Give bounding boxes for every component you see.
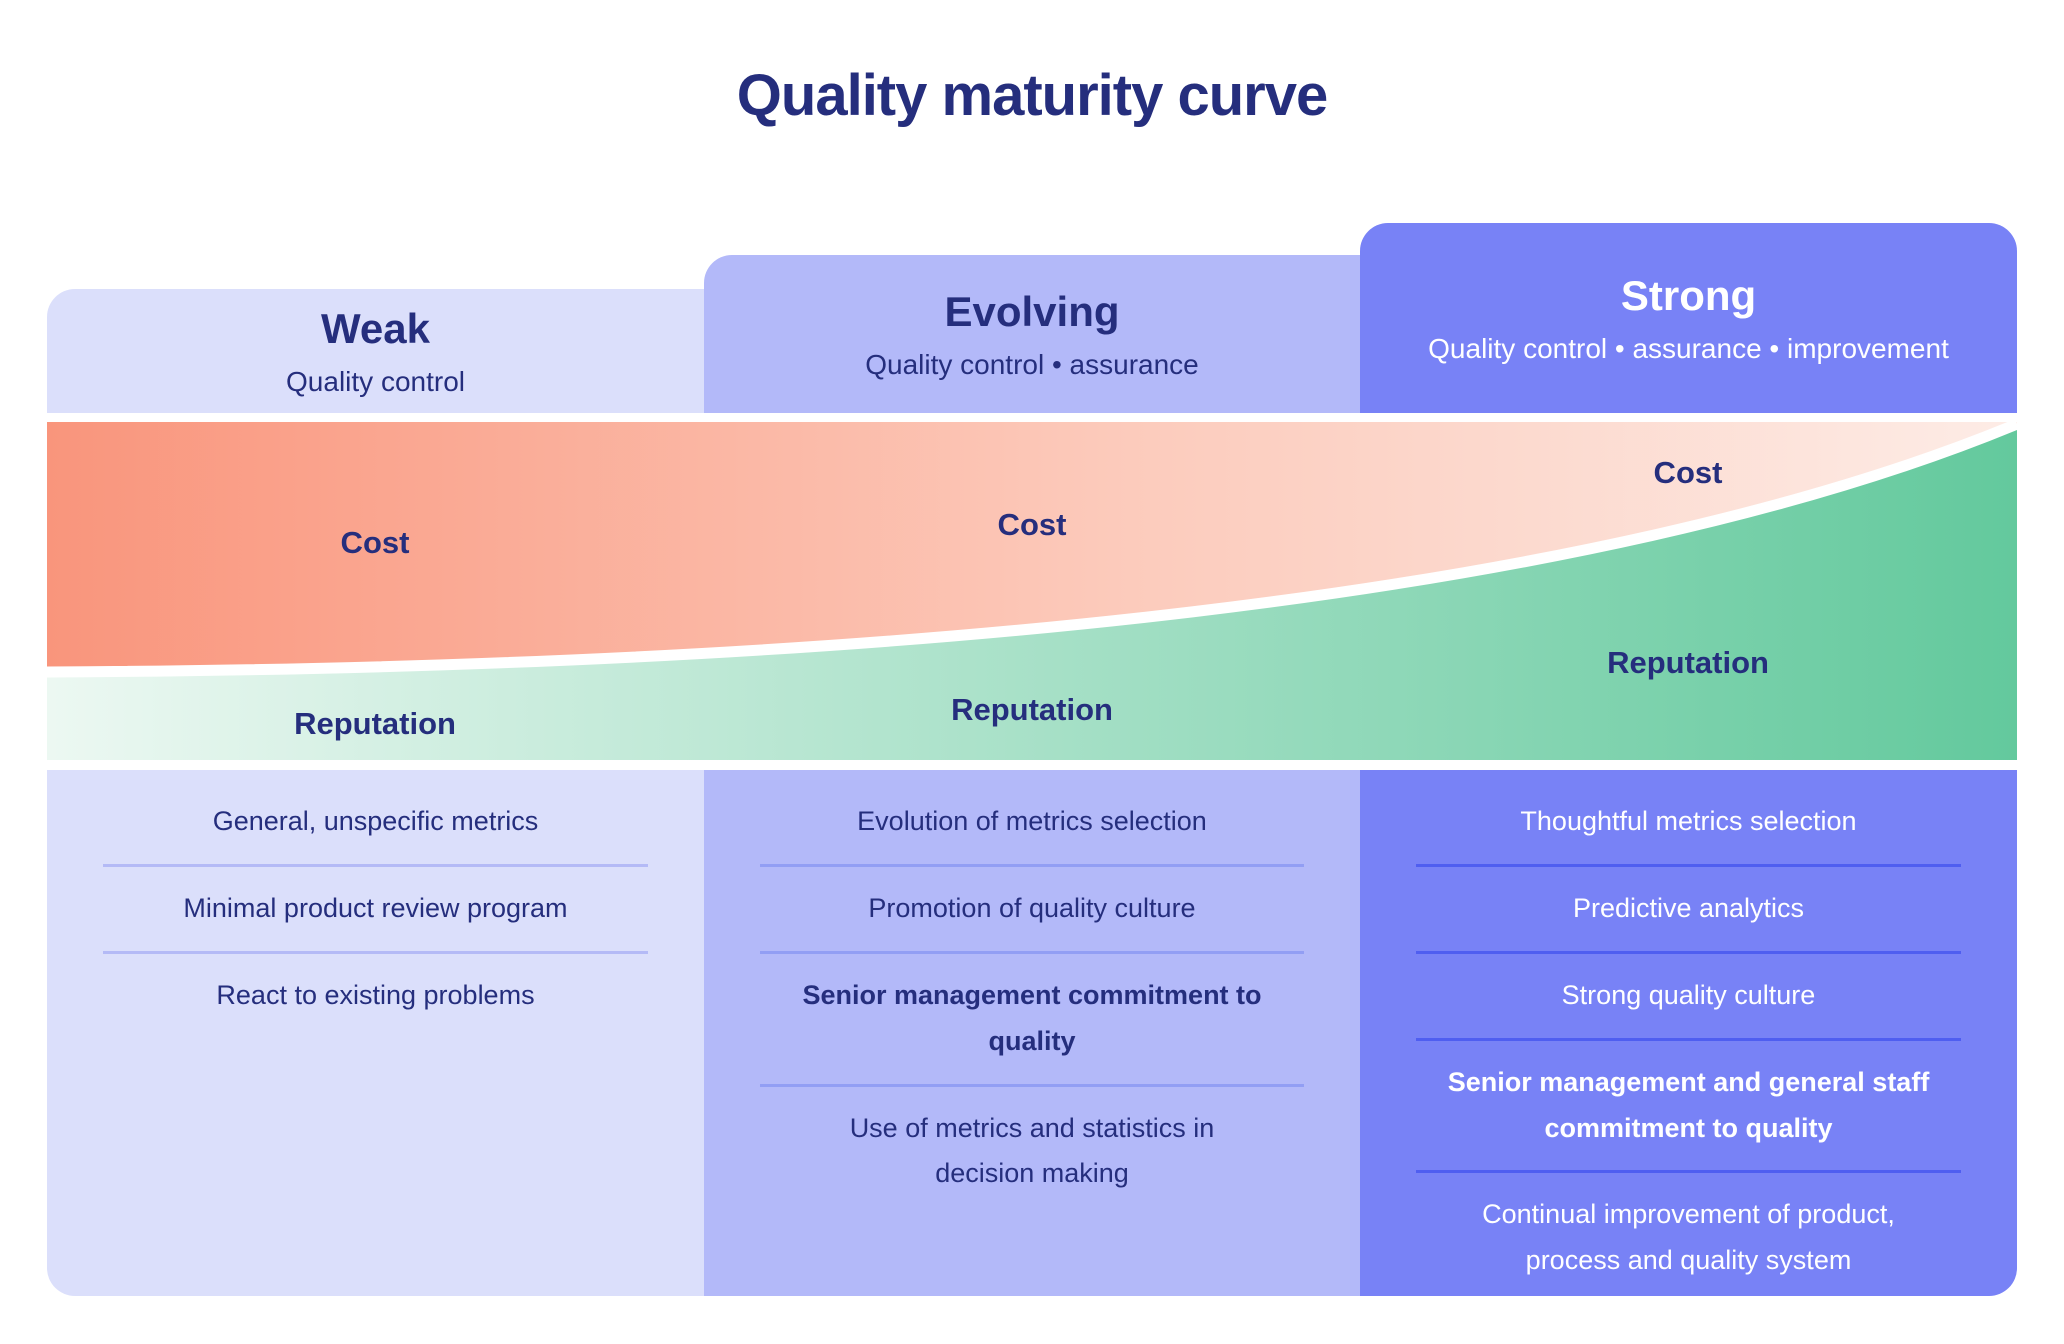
column-header-strong: Strong Quality control • assurance • imp… xyxy=(1360,223,2017,413)
list-item: General, unspecific metrics xyxy=(212,806,539,836)
cost-label-evolving: Cost xyxy=(997,507,1067,542)
list-item: Senior management commitment to quality xyxy=(760,950,1304,1084)
column-subtitle-weak: Quality control xyxy=(286,365,465,397)
list-item: Use of metrics and statistics in decisio… xyxy=(760,1083,1304,1217)
list-item: Promotion of quality culture xyxy=(760,863,1304,951)
list-item: Predictive analytics xyxy=(1416,863,1961,951)
cost-label-weak: Cost xyxy=(340,525,410,560)
column-subtitle-evolving: Quality control • assurance xyxy=(865,348,1199,380)
list-item: Strong quality culture xyxy=(1416,950,1961,1038)
list-item: Senior management and general staff comm… xyxy=(1416,1037,1961,1171)
column-title-weak: Weak xyxy=(321,304,430,352)
list-item: Thoughtful metrics selection xyxy=(1520,806,1857,836)
column-subtitle-strong: Quality control • assurance • improvemen… xyxy=(1428,332,1949,364)
list-item: Evolution of metrics selection xyxy=(857,806,1207,836)
list-item: React to existing problems xyxy=(103,950,648,1038)
cost-label-strong: Cost xyxy=(1653,455,1723,490)
column-title-strong: Strong xyxy=(1620,271,1757,319)
reputation-label-weak: Reputation xyxy=(294,706,456,741)
page-title: Quality maturity curve xyxy=(736,63,1328,128)
list-item: Continual improvement of product, proces… xyxy=(1416,1170,1961,1303)
column-title-evolving: Evolving xyxy=(944,287,1120,335)
column-header-weak: Weak Quality control xyxy=(47,289,704,413)
column-header-evolving: Evolving Quality control • assurance xyxy=(704,255,1360,413)
reputation-area xyxy=(47,424,2017,760)
maturity-curve-graphic xyxy=(47,422,2017,760)
reputation-label-evolving: Reputation xyxy=(951,692,1113,727)
cost-reputation-band: Cost Reputation Cost Reputation Cost Rep… xyxy=(47,422,2017,760)
maturity-curve-line xyxy=(47,422,2017,678)
reputation-label-strong: Reputation xyxy=(1607,645,1769,680)
list-item: Minimal product review program xyxy=(103,863,648,951)
